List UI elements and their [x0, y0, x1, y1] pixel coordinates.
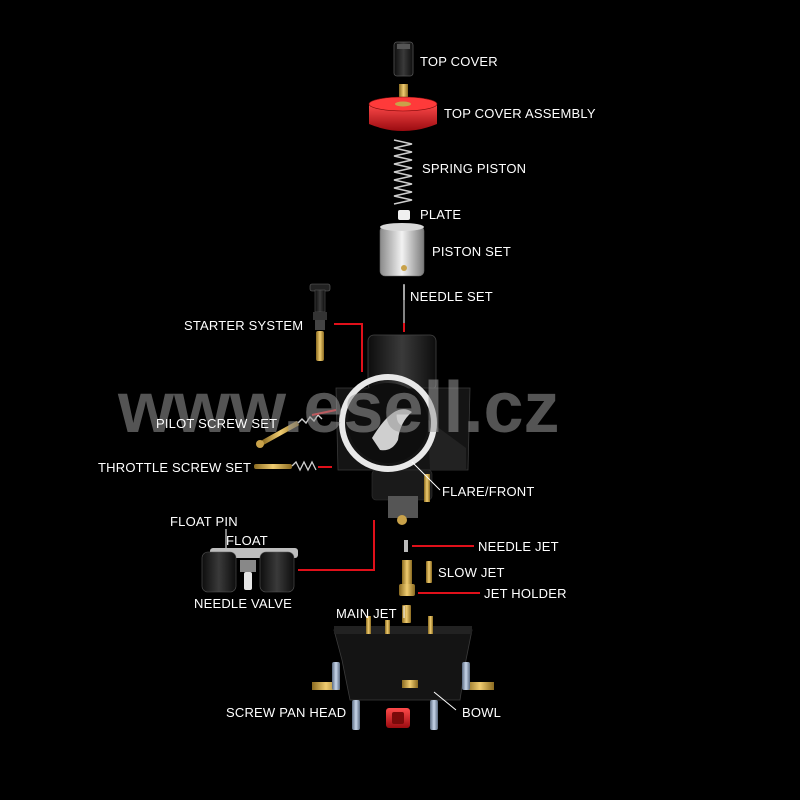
screw-pan-head-part [332, 662, 470, 730]
flare-front-part [339, 374, 437, 472]
throttle-screw-part [254, 460, 317, 472]
label-top-cover: TOP COVER [420, 54, 498, 69]
label-needle-jet: NEEDLE JET [478, 539, 559, 554]
starter-system-part [309, 283, 331, 361]
main-jet-part [402, 605, 411, 623]
jet-holder-part [399, 560, 415, 596]
label-spring-piston: SPRING PISTON [422, 161, 526, 176]
label-slow-jet: SLOW JET [438, 565, 505, 580]
plate-part [398, 210, 410, 220]
pilot-screw-part [256, 413, 323, 448]
label-starter-system: STARTER SYSTEM [184, 318, 303, 333]
label-float: FLOAT [226, 533, 268, 548]
leader-lines [225, 285, 480, 711]
label-float-pin: FLOAT PIN [170, 514, 238, 529]
label-needle-valve: NEEDLE VALVE [194, 596, 292, 611]
label-bowl: BOWL [462, 705, 501, 720]
label-piston-set: PISTON SET [432, 244, 511, 259]
spring-piston-part [393, 139, 413, 205]
top-cover-assembly-part [368, 84, 438, 131]
slow-jet-part [426, 561, 432, 583]
bowl-part [312, 616, 494, 701]
float-part [201, 548, 298, 593]
label-plate: PLATE [420, 207, 461, 222]
top-cover-part [393, 41, 414, 77]
label-pilot-screw-set: PILOT SCREW SET [156, 416, 277, 431]
piston-set-part [379, 223, 425, 277]
label-needle-set: NEEDLE SET [410, 289, 493, 304]
watermark-text: www.esell.cz [117, 368, 560, 448]
label-main-jet: MAIN JET [336, 606, 397, 621]
label-jet-holder: JET HOLDER [484, 586, 567, 601]
label-flare-front: FLARE/FRONT [442, 484, 534, 499]
label-top-cover-assembly: TOP COVER ASSEMBLY [444, 106, 596, 121]
label-throttle-screw-set: THROTTLE SCREW SET [98, 460, 251, 475]
red-drain-bolt-part [386, 708, 410, 728]
label-screw-pan-head: SCREW PAN HEAD [226, 705, 346, 720]
needle-jet-part [404, 540, 408, 552]
